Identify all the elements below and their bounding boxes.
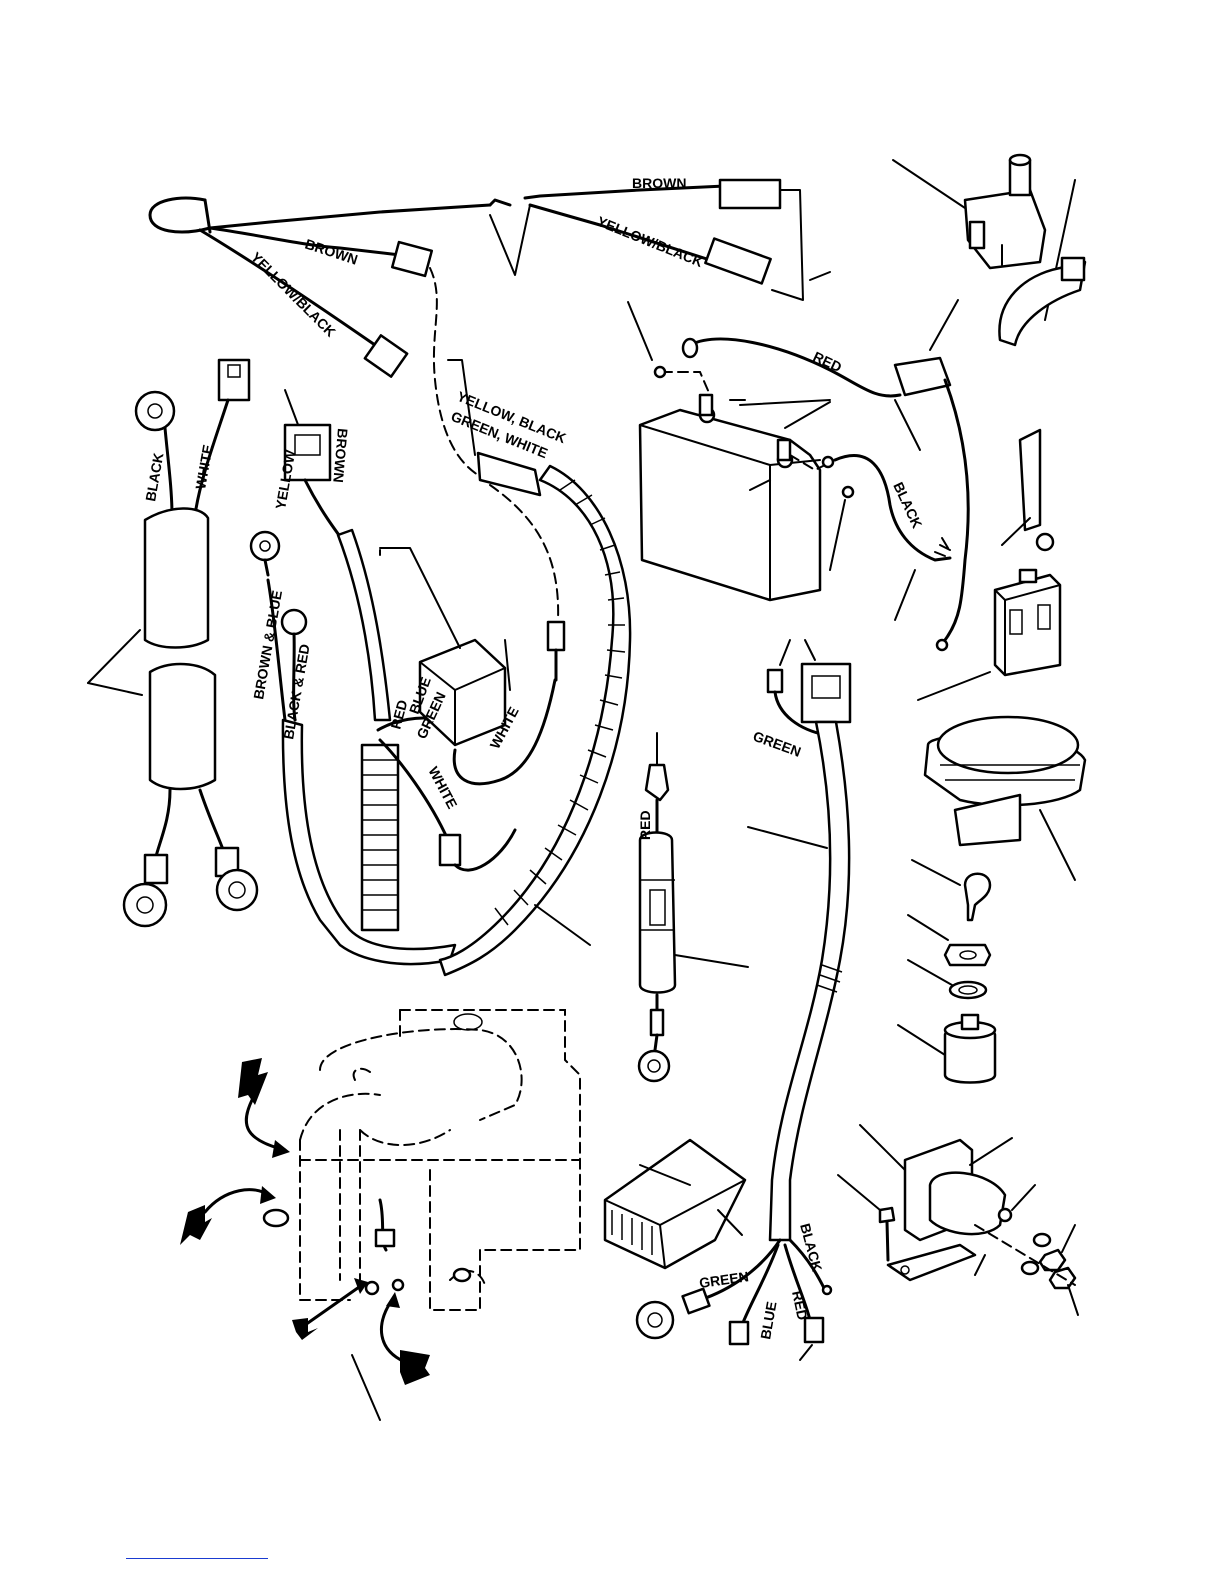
label-brown-connector: BROWN: [330, 428, 351, 484]
seat-switch-bracket: [838, 1125, 1078, 1315]
label-green-right: GREEN: [751, 728, 803, 760]
plunger-switch: [893, 155, 1085, 345]
ground-cable-assembly: BLACK WHITE: [88, 360, 257, 926]
label-blue-bottom: BLUE: [757, 1300, 779, 1340]
label-brown-left: BROWN: [303, 236, 360, 268]
main-wiring-harness: YELLOW, BLACK GREEN, WHITE BROWN & BLUE …: [250, 360, 630, 975]
fuse-holder: RED: [637, 733, 748, 1081]
label-battery-red: RED: [811, 348, 845, 375]
label-green-bottom: GREEN: [698, 1268, 750, 1291]
label-yellow-black-left: YELLOW/BLACK: [248, 249, 339, 340]
label-brown-top: BROWN: [632, 175, 686, 191]
label-white-left: WHITE: [192, 443, 216, 490]
label-black-bottom: BLACK: [797, 1222, 825, 1273]
label-black-left: BLACK: [142, 451, 166, 502]
battery: RED BLACK: [628, 300, 968, 650]
relay-and-clip: [918, 430, 1060, 700]
hourmeter-gauge: [925, 717, 1085, 880]
label-black-red: BLACK & RED: [280, 643, 313, 741]
ignition-key-switch: [898, 860, 995, 1083]
footer-link-underline[interactable]: [126, 1558, 268, 1559]
label-red-fuse: RED: [637, 810, 653, 840]
label-red-bottom: RED: [789, 1289, 811, 1321]
label-red-small: RED: [387, 698, 410, 731]
label-yellow-black-top: YELLOW/BLACK: [595, 213, 706, 270]
direction-arrows: [180, 1058, 430, 1385]
connector-plug: [605, 1140, 745, 1268]
